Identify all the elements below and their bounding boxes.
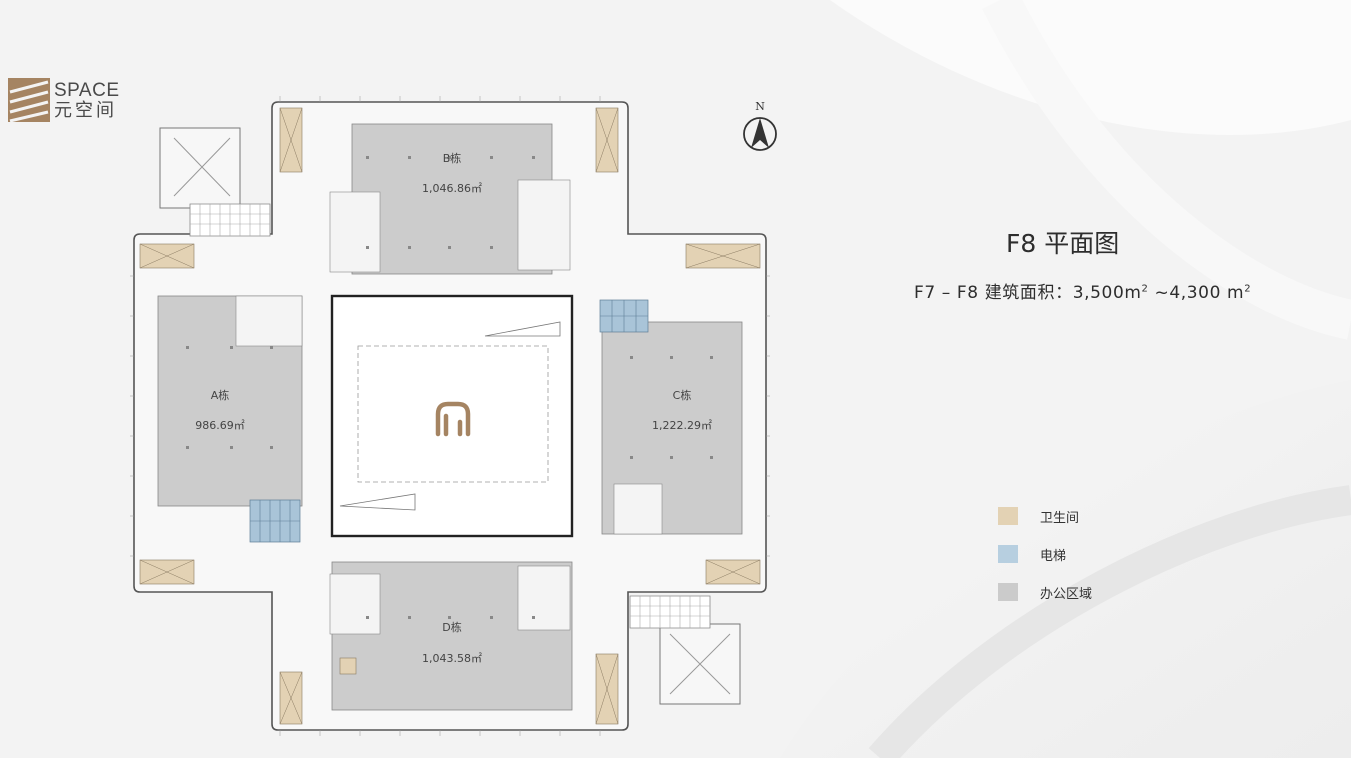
atrium	[330, 294, 574, 538]
north-compass: N	[743, 100, 777, 151]
brand-logo: SPACE 元空间	[8, 78, 120, 122]
atrium-stair-lower	[339, 493, 416, 511]
toilet-cross-marks	[139, 107, 761, 725]
block-c-area: 1,222.29㎡	[652, 419, 712, 432]
brand-name-en: SPACE	[54, 79, 120, 101]
service-cores	[235, 179, 663, 635]
legend-swatch-office	[998, 583, 1018, 601]
legend-item-elevator: 电梯	[998, 544, 1092, 564]
legend-swatch-elevator	[998, 545, 1018, 563]
block-b-name: B栋	[443, 151, 462, 165]
atrium-center-logo-icon	[435, 401, 471, 437]
subtitle-mid: ~4,300 m	[1148, 283, 1245, 303]
legend-label-office: 办公区域	[1040, 586, 1093, 602]
lower-right-terrace	[629, 595, 741, 705]
elevator-dividers	[250, 300, 648, 542]
upper-left-terrace	[159, 127, 271, 237]
legend-swatch-toilet	[998, 507, 1018, 525]
subtitle-sup-1: 2	[1141, 283, 1149, 295]
brand-name-cn: 元空间	[54, 99, 117, 120]
page-subtitle: F7 – F8 建筑面积：3,500m2 ~4,300 m2	[914, 278, 1251, 303]
page-title: F8 平面图	[1006, 229, 1120, 258]
legend: 卫生间 电梯 办公区域	[998, 506, 1092, 620]
legend-item-office: 办公区域	[998, 582, 1092, 602]
block-b-area: 1,046.86㎡	[422, 182, 482, 195]
structural-columns	[186, 156, 713, 619]
legend-item-toilet: 卫生间	[998, 506, 1092, 526]
block-a-area: 986.69㎡	[195, 419, 245, 432]
block-a-name: A栋	[211, 388, 230, 402]
legend-label-elevator: 电梯	[1040, 548, 1067, 564]
block-d-name: D栋	[442, 620, 461, 634]
block-c-name: C栋	[673, 388, 692, 402]
atrium-stair-upper	[484, 321, 561, 337]
subtitle-sup-2: 2	[1244, 283, 1252, 295]
window-mullions	[130, 96, 770, 736]
compass-label: N	[755, 100, 765, 113]
north-arrow-icon	[751, 118, 769, 148]
subtitle-prefix: F7 – F8 建筑面积：3,500m	[914, 283, 1142, 303]
legend-label-toilet: 卫生间	[1040, 510, 1080, 526]
space-logo-icon	[8, 78, 50, 122]
floor-plan: B栋 1,046.86㎡ A栋 986.69㎡ C栋 1,222.29㎡ D栋 …	[130, 96, 770, 736]
block-d-area: 1,043.58㎡	[422, 652, 482, 665]
